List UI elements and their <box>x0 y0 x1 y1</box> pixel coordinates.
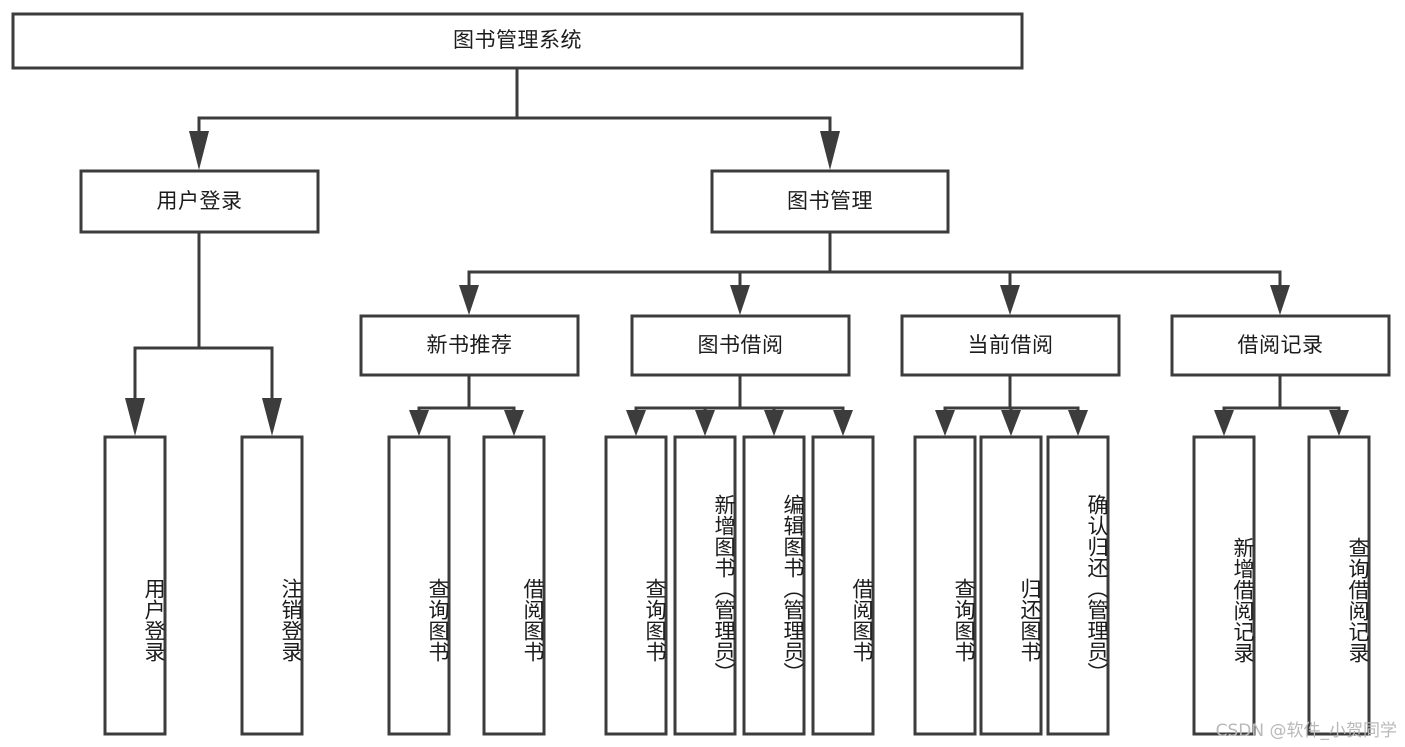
arrow-nbr-leaf-1 <box>409 410 429 436</box>
arrow-user-login-leaf-2 <box>262 398 282 436</box>
node-box-leaf-borrow-book-2[interactable] <box>811 435 875 736</box>
arrow-bb-leaf-3 <box>764 410 784 436</box>
node-box-book-manage[interactable] <box>710 169 950 234</box>
node-box-leaf-user-login[interactable] <box>103 435 167 736</box>
arrow-br-leaf-1 <box>1214 410 1234 436</box>
connector-group-root <box>189 66 840 170</box>
node-box-leaf-query-book-1[interactable] <box>387 435 451 736</box>
connector-group-borrow-record <box>1214 373 1349 436</box>
arrow-cb-leaf-3 <box>1068 410 1088 436</box>
node-box-borrow-record[interactable] <box>1170 314 1391 377</box>
node-box-root[interactable] <box>11 12 1024 70</box>
arrow-to-borrow-record <box>1270 285 1290 315</box>
node-box-leaf-query-book-2[interactable] <box>604 435 668 736</box>
arrow-to-book-borrow <box>730 285 750 315</box>
arrow-root-to-user-login <box>189 131 209 170</box>
node-box-leaf-add-record[interactable] <box>1192 435 1256 736</box>
connector-group-current-borrow <box>935 373 1088 436</box>
node-box-leaf-query-record[interactable] <box>1307 435 1371 736</box>
node-box-leaf-confirm-return[interactable] <box>1046 435 1110 736</box>
arrow-cb-leaf-2 <box>1001 410 1021 436</box>
arrow-bb-leaf-2 <box>695 410 715 436</box>
connector-group-user-login <box>125 230 282 436</box>
arrow-user-login-leaf-1 <box>125 398 145 436</box>
node-box-leaf-borrow-book-1[interactable] <box>482 435 546 736</box>
arrow-to-new-book-recommend <box>459 285 479 315</box>
arrow-bb-leaf-1 <box>626 410 646 436</box>
connector-group-book-manage <box>459 230 1290 315</box>
arrow-to-current-borrow <box>1000 285 1020 315</box>
node-box-book-borrow[interactable] <box>630 314 851 377</box>
arrow-root-to-book-manage <box>820 131 840 170</box>
arrow-cb-leaf-1 <box>935 410 955 436</box>
node-box-leaf-edit-book[interactable] <box>742 435 806 736</box>
node-box-new-book-recommend[interactable] <box>359 314 580 377</box>
node-box-leaf-logout[interactable] <box>240 435 304 736</box>
arrow-bb-leaf-4 <box>833 410 853 436</box>
connector-group-book-borrow <box>626 373 853 436</box>
connector-group-new-book-recommend <box>409 373 524 436</box>
node-box-user-login[interactable] <box>79 169 320 234</box>
node-box-leaf-add-book[interactable] <box>673 435 737 736</box>
node-box-leaf-query-book-3[interactable] <box>913 435 977 736</box>
arrow-nbr-leaf-2 <box>504 410 524 436</box>
node-box-leaf-return-book[interactable] <box>979 435 1043 736</box>
node-box-current-borrow[interactable] <box>900 314 1121 377</box>
arrow-br-leaf-2 <box>1329 410 1349 436</box>
